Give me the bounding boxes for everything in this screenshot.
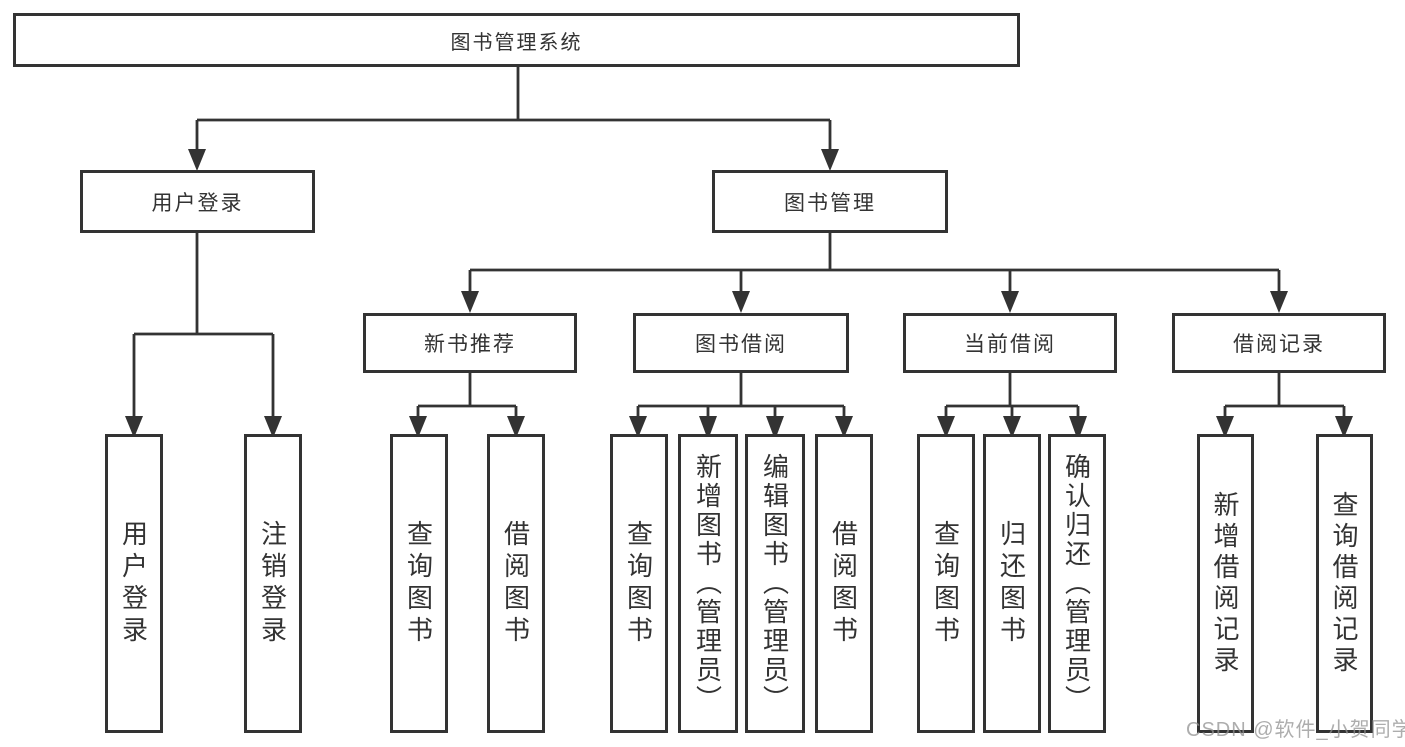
leaf-edit-book-admin: 编辑图书（管理员）: [745, 434, 805, 733]
leaf-query-books-current: 查询图书: [917, 434, 975, 733]
leaf-add-borrow-record: 新增借阅记录: [1197, 434, 1254, 733]
leaf-query-books-borrow: 查询图书: [610, 434, 668, 733]
node-book-borrow: 图书借阅: [633, 313, 849, 373]
node-user-login: 用户登录: [80, 170, 315, 233]
node-root: 图书管理系统: [13, 13, 1020, 67]
leaf-add-book-admin: 新增图书（管理员）: [678, 434, 738, 733]
node-current-borrow: 当前借阅: [903, 313, 1117, 373]
node-borrow-records: 借阅记录: [1172, 313, 1386, 373]
leaf-query-books-recommend: 查询图书: [390, 434, 448, 733]
leaf-confirm-return-admin: 确认归还（管理员）: [1048, 434, 1106, 733]
leaf-return-book: 归还图书: [983, 434, 1041, 733]
leaf-borrow-books-borrow: 借阅图书: [815, 434, 873, 733]
leaf-logout: 注销登录: [244, 434, 302, 733]
node-book-management: 图书管理: [712, 170, 948, 233]
leaf-query-borrow-record: 查询借阅记录: [1316, 434, 1373, 733]
watermark: CSDN @软件_小贺同学: [1186, 719, 1405, 741]
leaf-borrow-books-recommend: 借阅图书: [487, 434, 545, 733]
node-new-book-recommend: 新书推荐: [363, 313, 577, 373]
leaf-user-login: 用户登录: [105, 434, 163, 733]
